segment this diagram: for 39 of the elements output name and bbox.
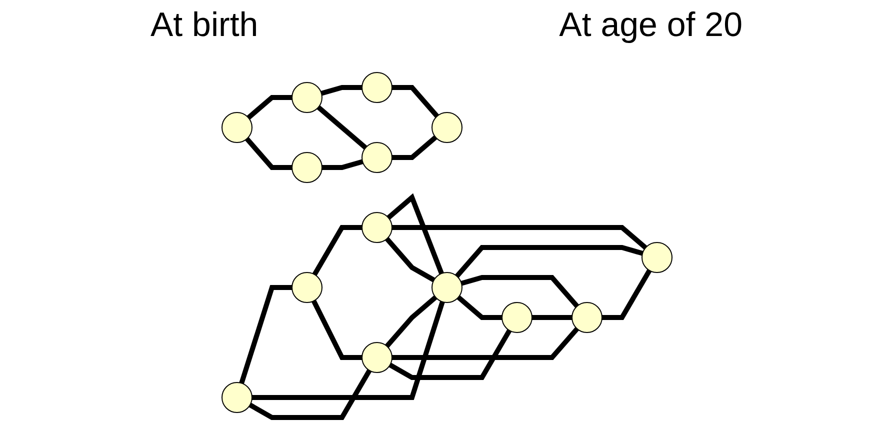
connector [388, 329, 512, 380]
node-circle [221, 112, 252, 143]
node-circle [641, 242, 672, 273]
connector [386, 193, 444, 274]
connector [248, 369, 372, 420]
connector [246, 95, 292, 120]
node-circle [361, 72, 392, 103]
connector [392, 225, 647, 250]
connector [238, 285, 292, 384]
connector [532, 315, 572, 320]
node-circle [291, 272, 322, 303]
graph-title: At age of 20 [559, 6, 743, 44]
node-circle [571, 302, 602, 333]
node-circle [501, 302, 532, 333]
node-circle [361, 342, 392, 373]
connector [384, 237, 435, 282]
connector [602, 269, 652, 320]
connector [320, 85, 362, 96]
connector [392, 327, 578, 360]
connector [312, 225, 362, 276]
connector [244, 137, 292, 170]
connector [252, 301, 444, 400]
graph-title: At birth [150, 6, 258, 44]
node-circle [431, 272, 462, 303]
node-circle [431, 112, 462, 143]
node-circle [291, 82, 322, 113]
connector [316, 105, 367, 150]
connector [322, 159, 363, 170]
node-circle [221, 382, 252, 413]
connector [392, 135, 437, 160]
node-circle [361, 212, 392, 243]
node-circle [361, 142, 392, 173]
connector [456, 295, 502, 320]
connector [392, 85, 438, 118]
node-circle [291, 152, 322, 183]
connector [384, 295, 437, 348]
connector [310, 300, 362, 360]
connector [454, 245, 643, 278]
connector [460, 275, 578, 308]
